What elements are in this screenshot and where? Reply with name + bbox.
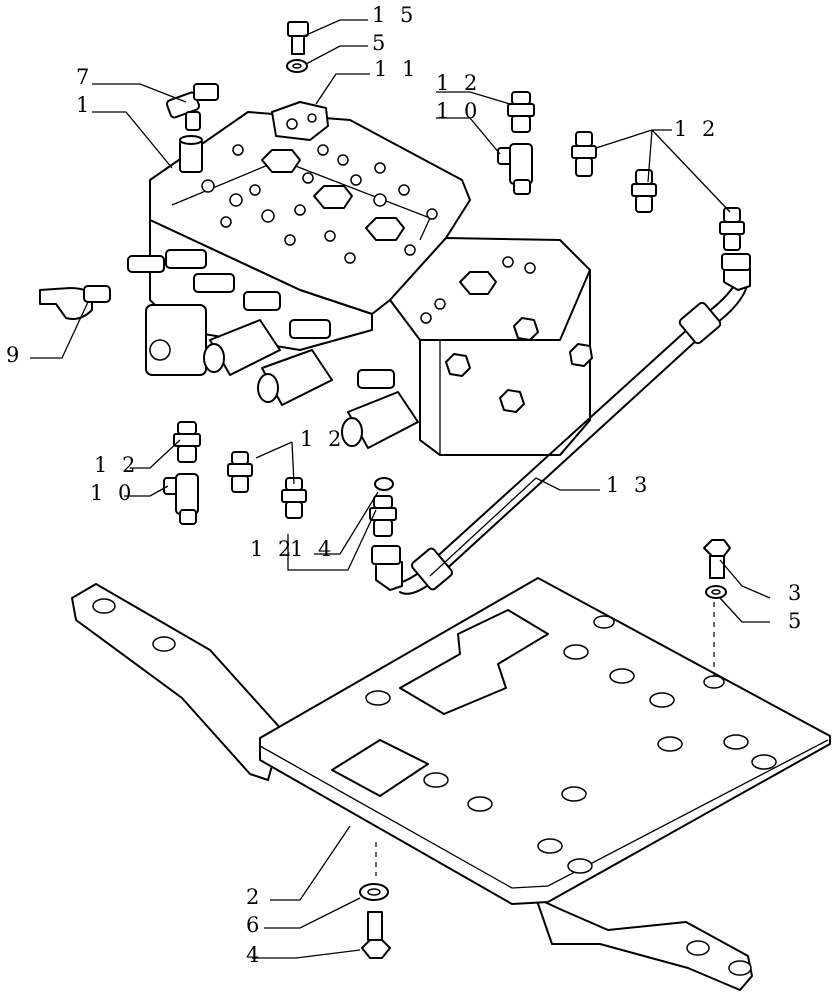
hose-13 [371,253,751,595]
callout-labels: 1 5 5 1 1 7 1 1 2 1 0 1 2 9 1 2 1 0 1 2 … [6,3,805,967]
callout-13: 1 3 [606,473,651,497]
bolt-3 [703,539,731,579]
elbow-10-b [163,473,199,525]
nipple-12-a [507,91,535,133]
bolt-15 [287,21,309,55]
hex-plug [261,149,497,295]
callout-10-top: 1 0 [436,99,481,123]
o-ring-14 [374,477,394,491]
callout-12-top-middle: 1 2 [436,71,481,95]
callout-6: 6 [246,913,263,937]
callout-12-top-right: 1 2 [674,117,719,141]
callout-12-lower-middle: 1 2 [300,427,345,451]
callout-5-right: 5 [788,609,805,633]
callout-12-lower-left: 1 2 [94,453,139,477]
front-fittings [127,249,395,389]
callout-15: 1 5 [372,3,417,27]
callout-14: 1 4 [290,537,335,561]
nipple-12-e [369,495,397,537]
spool-caps [145,304,419,449]
callout-12-bottom: 1 2 [250,537,295,561]
nipple-12-d [227,451,307,519]
callout-4: 4 [246,943,263,967]
callout-1: 1 [76,93,93,117]
callout-3: 3 [788,581,805,605]
elbow-10-a [497,143,533,195]
callout-2: 2 [246,885,263,909]
tee-fitting-7 [165,83,219,131]
elbow-9 [39,285,111,320]
nipple-12-c [173,421,201,463]
port-holes [201,144,536,324]
bolt-4 [361,911,391,959]
side-bolts [445,317,593,413]
nipple-12-b [571,131,745,251]
callout-5-top: 5 [372,31,389,55]
loose-fittings [39,21,745,537]
leader-lines [30,19,771,959]
mounting-plate-2 [71,577,831,991]
callout-9: 9 [6,343,23,367]
callout-10-lower: 1 0 [90,481,135,505]
callout-7: 7 [76,65,93,89]
callout-11: 1 1 [374,57,419,81]
control-valve-assembly [127,101,593,456]
plate-holes [365,615,777,874]
